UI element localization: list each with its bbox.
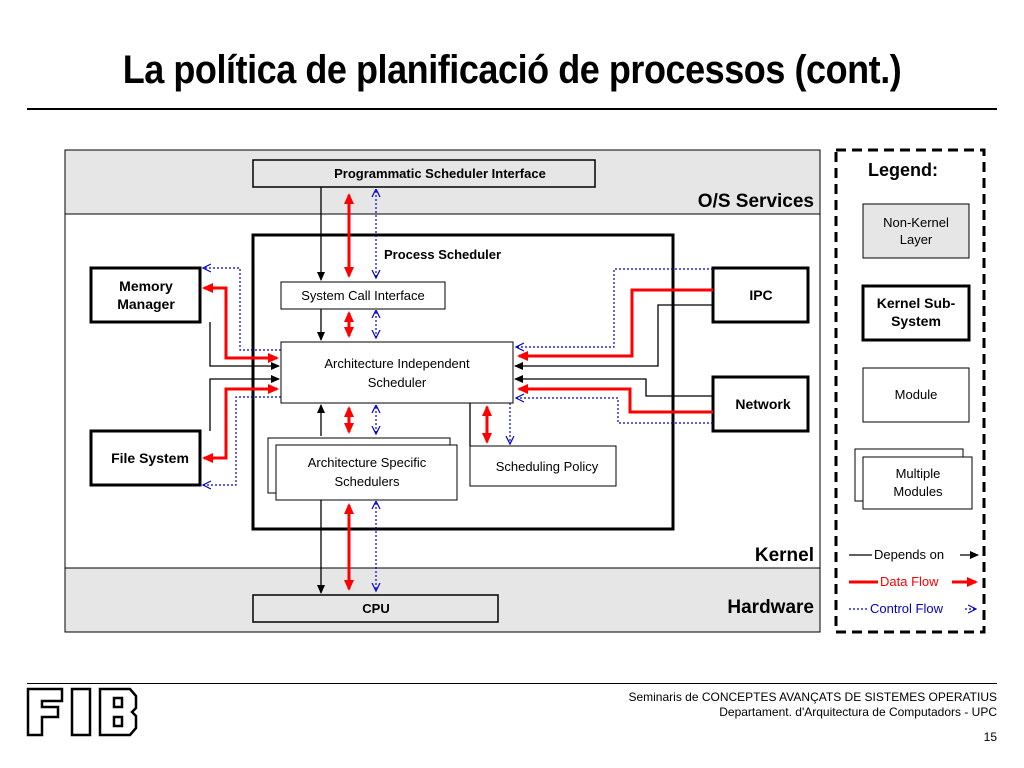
cpu-label: CPU	[362, 601, 389, 616]
page-number: 15	[983, 730, 997, 744]
legend-kernel-sub-label-2: System	[891, 313, 941, 329]
arch-independent-label-1: Architecture Independent	[324, 356, 470, 371]
legend-data-flow-bg	[878, 573, 952, 589]
data-flow-arrow	[517, 384, 713, 414]
control-flow-arrow	[203, 396, 281, 485]
slide-title: La política de planificació de processos…	[122, 48, 902, 92]
legend-module-label: Module	[895, 387, 938, 402]
legend-depends-bg	[872, 546, 960, 562]
os-services-label: O/S Services	[698, 191, 814, 212]
footer-line-2: Departament. d'Arquitectura de Computado…	[719, 705, 997, 719]
memory-manager-label-1: Memory	[119, 278, 173, 294]
file-system-label: File System	[111, 450, 189, 466]
system-call-interface-label: System Call Interface	[301, 288, 425, 303]
memory-manager-box	[89, 266, 202, 324]
programmatic-interface-label: Programmatic Scheduler Interface	[334, 166, 546, 181]
system-call-interface-box	[280, 281, 446, 310]
ipc-box	[711, 266, 810, 324]
legend-control-flow-label: Control Flow	[870, 601, 944, 616]
network-box	[711, 375, 810, 433]
file-system-box	[89, 429, 202, 487]
legend-title: Legend:	[868, 160, 938, 180]
legend-non-kernel-box	[862, 203, 970, 259]
title-underline	[27, 108, 997, 110]
kernel-label: Kernel	[755, 545, 814, 566]
legend-depends-label: Depends on	[874, 547, 944, 562]
arch-specific-label-1: Architecture Specific	[308, 455, 427, 470]
legend-kernel-sub-box	[861, 284, 971, 342]
data-flow-arrow	[202, 283, 279, 363]
footer-credits: Seminaris de CONCEPTES AVANÇATS DE SISTE…	[628, 690, 997, 720]
programmatic-interface-box	[252, 159, 596, 188]
legend-multiple-label-2: Modules	[893, 484, 943, 499]
fib-logo	[26, 687, 138, 737]
scheduling-policy-box	[469, 445, 617, 487]
hardware-label: Hardware	[727, 597, 814, 618]
legend-multiple-label-1: Multiple	[896, 466, 941, 481]
arch-specific-label-2: Schedulers	[334, 474, 400, 489]
legend-multiple-box	[862, 456, 973, 510]
memory-manager-label-2: Manager	[117, 296, 175, 312]
cpu-box	[252, 594, 499, 623]
legend-data-flow-label: Data Flow	[880, 574, 939, 589]
depends-arrow	[514, 304, 713, 370]
arch-independent-label-2: Scheduler	[368, 375, 427, 390]
control-flow-arrow	[516, 268, 713, 347]
arch-independent-box	[280, 341, 514, 404]
depends-arrow	[209, 322, 280, 370]
arch-specific-box	[275, 444, 458, 501]
data-flow-arrow	[202, 384, 279, 463]
ipc-label: IPC	[749, 287, 772, 303]
legend-module-box	[862, 367, 970, 423]
network-label: Network	[735, 396, 790, 412]
depends-arrow	[514, 375, 713, 397]
legend-kernel-sub-label-1: Kernel Sub-	[877, 295, 956, 311]
process-scheduler-label: Process Scheduler	[384, 247, 501, 262]
legend-non-kernel-label-1: Non-Kernel	[883, 215, 949, 230]
legend-non-kernel-label-2: Layer	[900, 232, 933, 247]
data-flow-arrow	[517, 288, 713, 361]
legend-control-flow-bg	[868, 600, 964, 616]
footer-line-1: Seminaris de CONCEPTES AVANÇATS DE SISTE…	[628, 690, 997, 704]
footer-rule	[27, 683, 997, 684]
scheduling-policy-label: Scheduling Policy	[496, 459, 599, 474]
